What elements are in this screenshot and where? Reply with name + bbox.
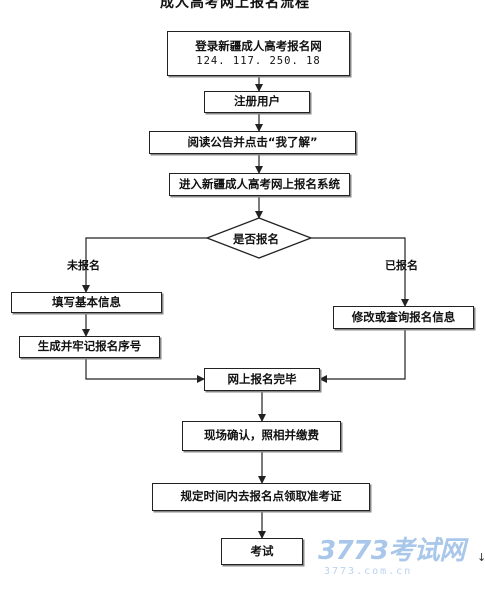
step-login-address: 124. 117. 250. 18	[196, 55, 321, 68]
connector-decision-right	[311, 237, 409, 307]
step-register-label: 注册用户	[234, 94, 280, 109]
step-exam: 考试	[221, 538, 303, 565]
step-enter-system: 进入新疆成人高考网上报名系统	[169, 173, 350, 196]
connector-modify-done	[319, 329, 406, 383]
step-modify-info: 修改或查询报名信息	[333, 306, 474, 329]
step-modify-info-label: 修改或查询报名信息	[351, 309, 456, 324]
connector-serial-done	[85, 358, 205, 383]
step-online-done-label: 网上报名完毕	[227, 371, 297, 386]
watermark-sub-text: 3773.com.cn	[324, 566, 413, 577]
step-read-notice-label: 阅读公告并点击“我了解”	[187, 134, 318, 149]
step-enter-system-label: 进入新疆成人高考网上报名系统	[179, 176, 340, 191]
step-login: 登录新疆成人高考报名网 124. 117. 250. 18	[167, 31, 350, 76]
step-get-ticket-label: 规定时间内去报名点领取准考证	[180, 489, 342, 504]
watermark-main-text: 3773考试网	[318, 536, 465, 566]
branch-label-not-registered: 未报名	[67, 259, 100, 272]
step-generate-serial-label: 生成并牢记报名序号	[37, 339, 142, 354]
connector-decision-left	[82, 237, 207, 293]
decision-diamond	[205, 217, 313, 259]
step-onsite-confirm: 现场确认，照相并缴费	[182, 421, 341, 451]
decision-label: 是否报名	[233, 232, 279, 246]
step-register: 注册用户	[204, 91, 310, 113]
flowchart-title: 成人高考网上报名流程	[160, 0, 310, 11]
step-online-done: 网上报名完毕	[204, 368, 320, 391]
step-onsite-confirm-label: 现场确认，照相并缴费	[204, 428, 319, 443]
step-login-line1: 登录新疆成人高考报名网	[195, 38, 322, 53]
step-exam-label: 考试	[250, 543, 274, 558]
step-read-notice: 阅读公告并点击“我了解”	[149, 131, 356, 154]
step-fill-info: 填写基本信息	[11, 292, 162, 313]
site-watermark: 3773考试网 3773.com.cn	[318, 530, 478, 590]
branch-label-registered: 已报名	[385, 259, 418, 272]
step-generate-serial: 生成并牢记报名序号	[19, 336, 160, 358]
corner-mark-glyph: ↓	[477, 551, 485, 564]
step-fill-info-label: 填写基本信息	[52, 294, 121, 309]
step-get-ticket: 规定时间内去报名点领取准考证	[152, 483, 370, 511]
